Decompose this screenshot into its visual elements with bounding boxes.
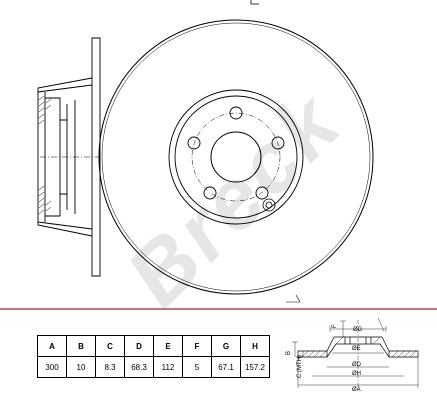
header-h: H (240, 335, 270, 357)
value-b: 10 (66, 356, 96, 378)
dimension-table: A B C D E F G H 300 10 8.3 68.3 112 5 67… (37, 335, 270, 378)
header-e: E (153, 335, 183, 357)
dim-label-d: ØD (352, 362, 362, 368)
header-b: B (66, 335, 96, 357)
value-g: 67.1 (211, 356, 241, 378)
value-a: 300 (37, 356, 67, 378)
cross-section-hatching (301, 336, 417, 358)
locating-screw-hole (262, 198, 276, 212)
top-tick-mark (250, 0, 259, 5)
header-a: A (37, 335, 67, 357)
wheel-bolt-holes (187, 106, 285, 200)
dim-label-b: B (286, 351, 292, 355)
dim-label-g: ØG (353, 327, 363, 333)
header-c: C (95, 335, 125, 357)
disc-front-view (98, 19, 374, 295)
header-d: D (124, 335, 154, 357)
table-value-row: 300 10 8.3 68.3 112 5 67.1 157.2 (37, 356, 270, 378)
side-profile-hatching (38, 95, 52, 215)
value-c: 8.3 (95, 356, 125, 378)
value-f: 5 (182, 356, 212, 378)
dim-label-h: ØH (352, 371, 361, 377)
table-header-row: A B C D E F G H (37, 335, 270, 357)
header-f: F (182, 335, 212, 357)
dim-label-f: F (332, 324, 338, 328)
dim-label-c: C (MTH) (297, 355, 303, 378)
value-e: 112 (153, 356, 183, 378)
dim-label-a: ØA (352, 387, 361, 393)
disc-side-profile (37, 37, 101, 277)
value-d: 68.3 (124, 356, 154, 378)
value-h: 157.2 (240, 356, 270, 378)
section-arrow (286, 294, 301, 303)
header-g: G (211, 335, 241, 357)
dim-label-e: ØE (352, 346, 361, 352)
dimension-lines (292, 317, 419, 388)
